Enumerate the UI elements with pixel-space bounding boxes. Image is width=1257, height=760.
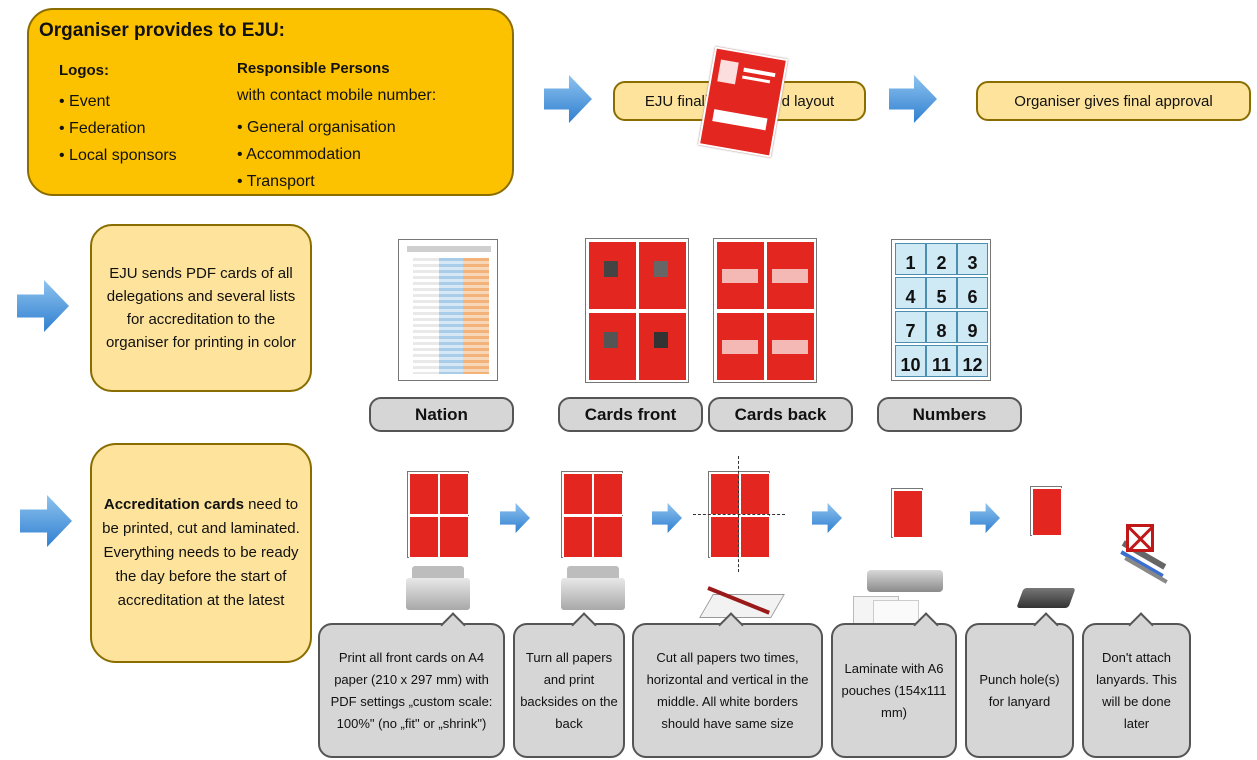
person-item: • Accommodation xyxy=(237,146,361,163)
printer-icon xyxy=(406,566,470,610)
number-cell: 4 xyxy=(895,277,926,309)
arrow-icon xyxy=(652,503,682,533)
step-laminate: Laminate with A6 pouches (154x111 mm) xyxy=(831,612,957,758)
arrow-icon xyxy=(970,503,1000,533)
numbers-sheet: 1 2 3 4 5 6 7 8 9 10 11 12 xyxy=(891,239,991,381)
organiser-provides-box: Organiser provides to EJU: Logos: • Even… xyxy=(27,8,514,196)
logo-item: • Federation xyxy=(59,120,146,137)
pdf-cards-box: EJU sends PDF cards of all delegations a… xyxy=(90,224,312,392)
step-cut: Cut all papers two times, horizontal and… xyxy=(632,612,823,758)
arrow-icon xyxy=(500,503,530,533)
hole-punch-icon xyxy=(1016,580,1076,612)
print-back-sheet xyxy=(561,471,623,558)
number-cell: 9 xyxy=(957,311,988,343)
numbers-label: Numbers xyxy=(877,397,1022,432)
accreditation-box: Accreditation cards need to be printed, … xyxy=(90,443,312,663)
number-cell: 2 xyxy=(926,243,957,275)
card-layout-image xyxy=(697,46,789,158)
cards-front-sheet xyxy=(585,238,689,383)
step-punch: Punch hole(s) for lanyard xyxy=(965,612,1074,758)
step-lanyard: Don't attach lanyards. This will be done… xyxy=(1082,612,1191,758)
arrow-icon xyxy=(889,70,937,128)
paper-cutter-icon xyxy=(699,580,785,620)
step-print-front: Print all front cards on A4 paper (210 x… xyxy=(318,612,505,758)
cards-back-sheet xyxy=(713,238,817,383)
number-cell: 8 xyxy=(926,311,957,343)
nation-label: Nation xyxy=(369,397,514,432)
person-item: • General organisation xyxy=(237,119,396,136)
laminate-card xyxy=(891,488,923,538)
punch-card xyxy=(1030,486,1062,536)
arrow-icon xyxy=(12,280,74,332)
number-cell: 12 xyxy=(957,345,988,377)
logo-item: • Local sponsors xyxy=(59,147,177,164)
number-cell: 3 xyxy=(957,243,988,275)
no-lanyard-icon xyxy=(1110,522,1176,598)
persons-heading: Responsible Persons xyxy=(237,60,390,77)
arrow-icon xyxy=(15,495,77,547)
organiser-title: Organiser provides to EJU: xyxy=(39,20,286,41)
number-cell: 1 xyxy=(895,243,926,275)
step-print-back: Turn all papers and print backsides on t… xyxy=(513,612,625,758)
cut-line-horizontal xyxy=(693,514,785,515)
persons-sub: with contact mobile number: xyxy=(237,87,437,104)
person-item: • Transport xyxy=(237,173,315,190)
logos-list: • Event • Federation • Local sponsors xyxy=(59,88,177,169)
accreditation-bold: Accreditation cards xyxy=(103,496,244,513)
approval-box: Organiser gives final approval xyxy=(976,81,1251,121)
cards-back-label: Cards back xyxy=(708,397,853,432)
accreditation-text: need to be printed, cut and laminated. E… xyxy=(102,496,300,609)
print-front-sheet xyxy=(407,471,469,558)
laminator-icon xyxy=(853,570,945,626)
logo-item: • Event xyxy=(59,93,110,110)
number-cell: 11 xyxy=(926,345,957,377)
cards-front-label: Cards front xyxy=(558,397,703,432)
number-cell: 7 xyxy=(895,311,926,343)
nation-list-sheet xyxy=(398,239,498,381)
persons-list: • General organisation • Accommodation •… xyxy=(237,114,396,195)
number-cell: 10 xyxy=(895,345,926,377)
logos-heading: Logos: xyxy=(59,62,109,79)
arrow-icon xyxy=(544,70,592,128)
printer-icon xyxy=(561,566,625,610)
arrow-icon xyxy=(812,503,842,533)
number-cell: 5 xyxy=(926,277,957,309)
number-cell: 6 xyxy=(957,277,988,309)
